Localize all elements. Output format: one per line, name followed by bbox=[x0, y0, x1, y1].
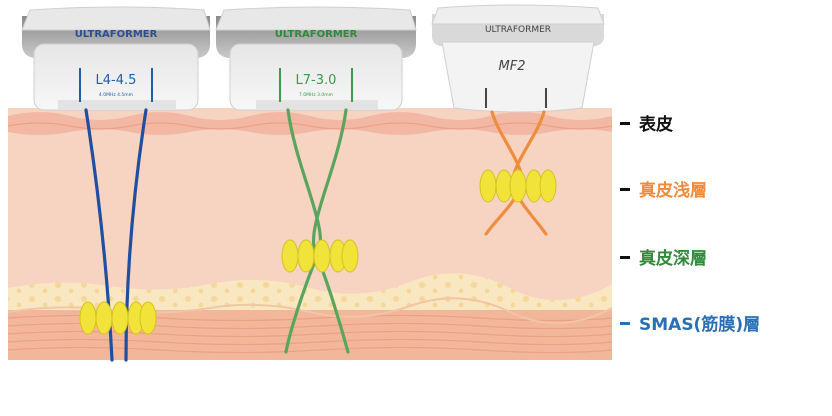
label-text: 真皮深層 bbox=[639, 249, 707, 269]
device-brand-label: ULTRAFORMER bbox=[75, 29, 158, 40]
beam-l4 bbox=[84, 108, 148, 362]
label-text: SMAS(筋膜)層 bbox=[639, 315, 761, 335]
ultraformer-device-mf2: ULTRAFORMER MF2 bbox=[431, 4, 605, 113]
epidermis-layer bbox=[8, 112, 612, 135]
label-text: 真皮浅層 bbox=[639, 181, 707, 201]
label-epidermis: 表皮 bbox=[620, 110, 673, 135]
cartridge-spec: 7.0MHz 3.0mm bbox=[299, 92, 333, 98]
label-dash-icon bbox=[620, 255, 630, 259]
label-shallow-dermis: 真皮浅層 bbox=[620, 176, 707, 201]
ultraformer-device-l4: ULTRAFORMER L4-4.5 4.0MHz 4.5mm bbox=[21, 6, 211, 111]
device-brand-label: ULTRAFORMER bbox=[485, 25, 551, 35]
label-dash-icon bbox=[620, 321, 630, 325]
cartridge-spec: 4.0MHz 4.5mm bbox=[99, 92, 133, 98]
cartridge-label: L7-3.0 bbox=[296, 73, 337, 88]
device-brand-label: ULTRAFORMER bbox=[275, 29, 358, 40]
label-text: 表皮 bbox=[639, 115, 673, 135]
focal-points-shallow-dermis bbox=[479, 169, 557, 203]
mf2-logo: MF2 bbox=[499, 59, 526, 74]
ultraformer-device-l7: ULTRAFORMER L7-3.0 7.0MHz 3.0mm bbox=[215, 6, 417, 111]
focal-points-smas bbox=[79, 301, 157, 335]
label-dash-icon bbox=[620, 187, 630, 191]
label-dash-icon bbox=[620, 121, 630, 125]
label-smas: SMAS(筋膜)層 bbox=[620, 310, 760, 335]
label-deep-dermis: 真皮深層 bbox=[620, 244, 707, 269]
cartridge-label: L4-4.5 bbox=[96, 73, 137, 88]
focal-points-deep-dermis bbox=[281, 239, 359, 273]
